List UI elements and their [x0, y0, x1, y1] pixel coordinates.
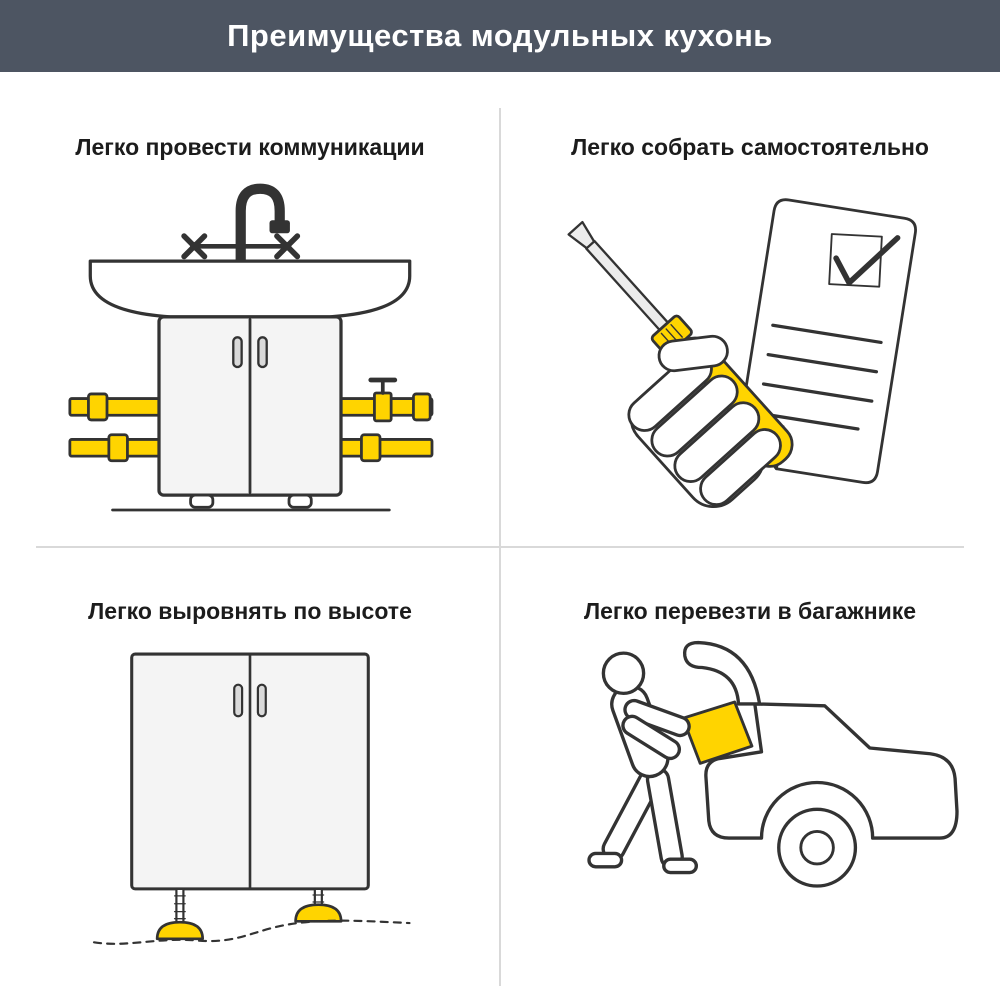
yellow-pipes-left	[68, 392, 163, 463]
title-bar: Преимущества модульных кухонь	[0, 0, 1000, 72]
panel-communications: Легко провести коммуникации	[0, 72, 500, 536]
sink-with-pipes-illustration	[68, 184, 434, 512]
right-foot	[662, 857, 699, 875]
yellow-box	[681, 701, 754, 766]
panel-assembly: Легко собрать самостоятельно	[500, 72, 1000, 536]
panel-leveling: Легко выровнять по высоте	[0, 536, 500, 1000]
faucet-icon	[181, 184, 301, 267]
wheel-hub	[799, 830, 835, 866]
cabinet-adjustable-feet-illustration	[92, 652, 411, 946]
panel-leveling-art	[66, 632, 434, 974]
panel-transport-title: Легко перевезти в багажнике	[583, 598, 917, 624]
check-mark-icon	[833, 235, 901, 287]
thumb	[657, 335, 729, 373]
open-trunk-lid	[682, 641, 762, 707]
checkbox	[828, 233, 883, 289]
checklist-lines	[757, 324, 883, 432]
panel-transport: Легко перевезти в багажнике	[500, 536, 1000, 1000]
horizontal-divider	[36, 546, 964, 548]
sink-basin	[88, 259, 412, 319]
person	[587, 651, 699, 875]
screwdriver-checklist-illustration	[567, 198, 917, 509]
adjustable-foot-left	[155, 888, 204, 941]
panel-leveling-title: Легко выровнять по высоте	[88, 598, 412, 624]
panel-assembly-title: Легко собрать самостоятельно	[571, 134, 929, 160]
car	[682, 641, 959, 889]
car-body	[704, 702, 959, 841]
page-title: Преимущества модульных кухонь	[227, 18, 773, 53]
left-foot	[587, 852, 624, 869]
panel-communications-art	[55, 168, 445, 540]
loading-car-trunk-illustration	[587, 641, 959, 889]
fist	[627, 335, 782, 509]
screwdriver-shaft	[585, 240, 670, 332]
screwdriver-in-hand	[567, 221, 794, 509]
panel-transport-art	[520, 632, 980, 910]
cabinet	[130, 652, 370, 891]
adjustable-foot-right	[294, 888, 343, 924]
lower-arm	[621, 715, 682, 761]
uneven-floor-dashed-line	[92, 920, 411, 946]
panel-assembly-art	[555, 168, 945, 540]
yellow-pipes-right	[337, 378, 434, 463]
right-leg	[645, 767, 684, 870]
sink-cabinet	[157, 315, 343, 510]
panel-communications-title: Легко провести коммуникации	[75, 134, 425, 160]
head	[601, 651, 646, 696]
